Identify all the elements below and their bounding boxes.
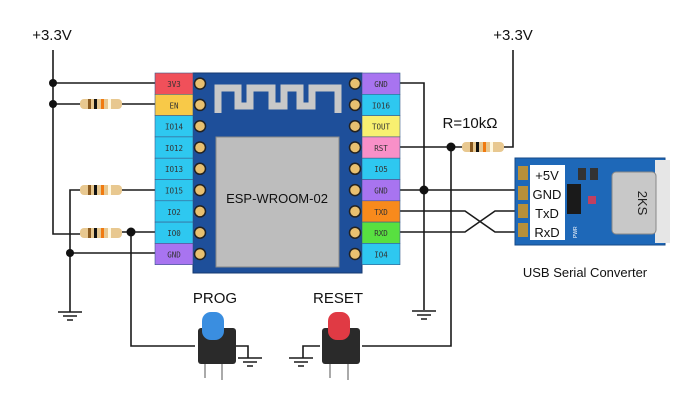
pin-pad — [348, 226, 362, 239]
resistor-en — [80, 99, 122, 109]
pin-left-io15: IO15 — [154, 179, 207, 202]
connector-marking: 2KS — [635, 191, 650, 216]
prog-label: PROG — [193, 290, 237, 307]
pin-label: TOUT — [372, 123, 391, 132]
pin-pad — [193, 141, 207, 154]
pin-label: GND — [167, 250, 181, 259]
resistor-io0 — [80, 228, 122, 238]
power-label-left: +3.3V — [32, 27, 72, 44]
pin-label: TXD — [374, 208, 388, 217]
pin-label: IO5 — [374, 165, 388, 174]
ground-symbol — [237, 357, 263, 367]
pin-pad — [348, 162, 362, 176]
resistor-rst — [462, 142, 504, 152]
power-label-right: +3.3V — [493, 27, 533, 44]
reset-button[interactable] — [322, 312, 360, 380]
pin-pad — [193, 119, 207, 133]
ground-symbol — [288, 357, 314, 367]
ground-symbol — [411, 310, 437, 320]
converter-pin-5v: +5V — [535, 168, 559, 183]
converter-pin-rxd: RxD — [534, 225, 559, 240]
pin-pad — [193, 247, 207, 261]
reset-label: RESET — [313, 290, 363, 307]
pin-pad — [348, 247, 362, 261]
pin-label: IO16 — [372, 101, 391, 110]
pin-right-io4: IO4 — [348, 243, 401, 265]
ground-symbol — [57, 311, 83, 321]
pin-label: IO0 — [167, 229, 181, 238]
pin-right-gnd: GND — [348, 179, 401, 202]
pin-label: EN — [169, 101, 178, 110]
pin-right-io5: IO5 — [348, 157, 401, 180]
pin-pad — [348, 77, 362, 90]
pin-label: 3V3 — [167, 80, 181, 89]
pin-pad — [193, 162, 207, 176]
pin-label: GND — [374, 80, 388, 89]
pin-pad — [193, 98, 207, 112]
pin-label: IO4 — [374, 250, 388, 259]
pin-pad — [348, 183, 362, 197]
pin-label: RXD — [374, 229, 388, 238]
pin-left-io12: IO12 — [154, 136, 207, 159]
usb-serial-converter: 2KS PWR +5V GND TxD RxD — [514, 157, 670, 246]
pin-label: IO15 — [165, 187, 183, 196]
pin-pad — [193, 77, 207, 90]
pin-pad — [348, 119, 362, 133]
pin-right-gnd: GND — [348, 72, 401, 95]
pin-label: IO12 — [165, 144, 183, 153]
resistor-io15 — [80, 185, 122, 195]
pin-pad — [348, 98, 362, 112]
pin-right-rst: RST — [348, 136, 401, 159]
pin-label: IO2 — [167, 208, 181, 217]
converter-pin-txd: TxD — [535, 206, 559, 221]
pin-pad — [348, 141, 362, 154]
pin-left-io13: IO13 — [154, 157, 207, 180]
right-wiring — [288, 50, 522, 367]
converter-pin-gnd: GND — [533, 187, 562, 202]
module-name: ESP-WROOM-02 — [226, 191, 328, 206]
prog-button[interactable] — [198, 312, 236, 380]
pin-pad — [193, 183, 207, 197]
pin-left-3v3: 3V3 — [154, 72, 207, 95]
pin-left-io2: IO2 — [154, 200, 207, 223]
pin-label: IO13 — [165, 165, 183, 174]
pin-pad — [193, 205, 207, 218]
pin-left-en: EN — [154, 94, 207, 116]
pin-pad — [193, 226, 207, 239]
pin-left-gnd: GND — [154, 243, 207, 265]
pin-label: RST — [374, 144, 388, 153]
pin-right-tout: TOUT — [348, 115, 401, 138]
led-label: PWR — [573, 226, 579, 238]
resistor-label: R=10kΩ — [443, 115, 498, 132]
pin-label: GND — [374, 187, 388, 196]
pin-pad — [348, 205, 362, 218]
converter-title: USB Serial Converter — [523, 265, 648, 280]
pin-left-io14: IO14 — [154, 115, 207, 138]
pin-label: IO14 — [165, 123, 184, 132]
left-wiring — [49, 50, 263, 367]
